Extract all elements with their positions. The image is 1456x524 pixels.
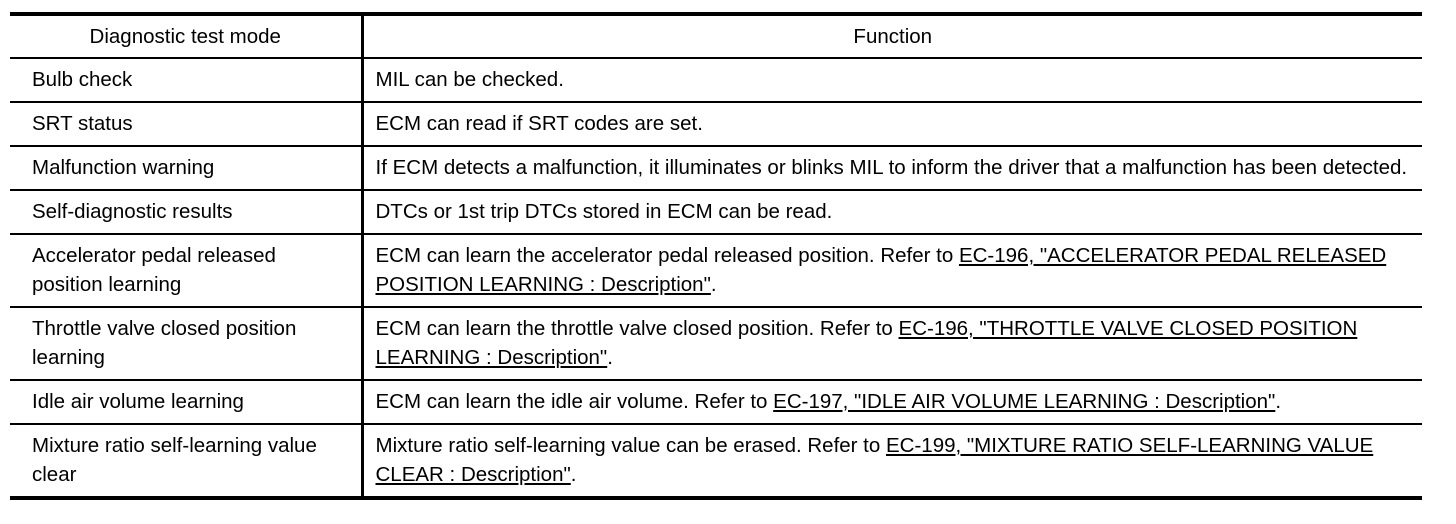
table-row: Idle air volume learning ECM can learn th… — [10, 380, 1423, 425]
column-header-diagnostic-test-mode: Diagnostic test mode — [10, 14, 364, 59]
reference-link[interactable]: EC-196, "THROTTLE VALVE CLOSED POSITION … — [375, 317, 1358, 369]
diagnostic-test-mode-label: Bulb check — [32, 68, 133, 91]
table-row: Accelerator pedal released position lear… — [10, 234, 1423, 308]
diagnostic-test-mode-table-container: Diagnostic test mode Function Bulb check… — [10, 12, 1422, 500]
function-description-suffix: . — [1275, 390, 1282, 413]
function-description: ECM can learn the accelerator pedal rele… — [364, 235, 1423, 306]
function-description: ECM can learn the throttle valve closed … — [364, 308, 1423, 379]
function-description: Mixture ratio self-learning value can be… — [364, 425, 1423, 496]
function-description: MIL can be checked. — [364, 59, 1423, 101]
table-cell-diagnostic-test-mode: Malfunction warning — [10, 146, 364, 191]
function-description-text: Mixture ratio self-learning value can be… — [375, 434, 886, 457]
function-description-text: ECM can read if SRT codes are set. — [375, 112, 703, 135]
diagnostic-test-mode-table: Diagnostic test mode Function Bulb check… — [10, 12, 1422, 500]
table-row: Bulb check MIL can be checked. — [10, 58, 1423, 103]
reference-link[interactable]: EC-197, "IDLE AIR VOLUME LEARNING : Desc… — [773, 390, 1276, 413]
function-description-suffix: . — [607, 346, 613, 369]
table-cell-diagnostic-test-mode: Accelerator pedal released position lear… — [10, 234, 364, 308]
reference-link[interactable]: EC-196, "ACCELERATOR PEDAL RELEASED POSI… — [375, 244, 1387, 296]
function-description: ECM can read if SRT codes are set. — [364, 103, 1423, 145]
function-description-text: If ECM detects a malfunction, it illumin… — [375, 156, 1408, 179]
diagnostic-test-mode-label: Malfunction warning — [32, 156, 215, 179]
function-description: ECM can learn the idle air volume. Refer… — [364, 381, 1423, 423]
table-header-row: Diagnostic test mode Function — [10, 14, 1422, 59]
table-cell-function: DTCs or 1st trip DTCs stored in ECM can … — [362, 190, 1423, 235]
column-header-function: Function — [362, 14, 1422, 59]
table-cell-function: MIL can be checked. — [362, 58, 1423, 103]
function-description-suffix: . — [710, 273, 717, 296]
table-cell-function: Mixture ratio self-learning value can be… — [362, 424, 1422, 498]
function-description: If ECM detects a malfunction, it illumin… — [364, 147, 1423, 189]
table-cell-diagnostic-test-mode: Mixture ratio self-learning value clear — [10, 424, 364, 498]
function-description-text: ECM can learn the throttle valve closed … — [375, 317, 899, 340]
table-cell-diagnostic-test-mode: Throttle valve closed position learning — [10, 307, 364, 381]
table-row: Malfunction warning If ECM detects a malf… — [10, 146, 1423, 191]
table-row: Throttle valve closed position learning E… — [10, 307, 1423, 381]
table-cell-function: If ECM detects a malfunction, it illumin… — [362, 146, 1423, 191]
function-description-text: ECM can learn the idle air volume. Refer… — [375, 390, 774, 413]
table-row: SRT status ECM can read if SRT codes are … — [10, 102, 1423, 147]
table-row: Self-diagnostic results DTCs or 1st trip … — [10, 190, 1423, 235]
table-cell-function: ECM can learn the accelerator pedal rele… — [362, 234, 1423, 308]
diagnostic-test-mode-label: Idle air volume learning — [32, 390, 244, 413]
diagnostic-test-mode-label: SRT status — [32, 112, 133, 135]
table-cell-function: ECM can learn the idle air volume. Refer… — [362, 380, 1423, 425]
function-description-suffix: . — [570, 463, 577, 486]
table-cell-function: ECM can learn the throttle valve closed … — [362, 307, 1423, 381]
function-description-text: DTCs or 1st trip DTCs stored in ECM can … — [375, 200, 833, 223]
column-header-function-label: Function — [853, 25, 933, 48]
function-description: DTCs or 1st trip DTCs stored in ECM can … — [364, 191, 1423, 233]
table-cell-diagnostic-test-mode: SRT status — [10, 102, 364, 147]
reference-link[interactable]: EC-199, "MIXTURE RATIO SELF-LEARNING VAL… — [375, 434, 1374, 486]
table-row: Mixture ratio self-learning value clear M… — [10, 424, 1422, 498]
diagnostic-test-mode-label: Accelerator pedal released position lear… — [32, 244, 276, 296]
diagnostic-test-mode-label: Throttle valve closed position learning — [32, 317, 297, 369]
table-cell-diagnostic-test-mode: Self-diagnostic results — [10, 190, 364, 235]
diagnostic-test-mode-label: Mixture ratio self-learning value clear — [32, 434, 317, 486]
table-header: Diagnostic test mode Function — [10, 14, 1422, 59]
column-header-diagnostic-test-mode-label: Diagnostic test mode — [89, 25, 281, 48]
diagnostic-test-mode-label: Self-diagnostic results — [32, 200, 233, 223]
function-description-text: ECM can learn the accelerator pedal rele… — [375, 244, 959, 267]
table-cell-function: ECM can read if SRT codes are set. — [362, 102, 1423, 147]
table-cell-diagnostic-test-mode: Bulb check — [10, 58, 364, 103]
function-description-text: MIL can be checked. — [375, 68, 564, 91]
table-cell-diagnostic-test-mode: Idle air volume learning — [10, 380, 364, 425]
